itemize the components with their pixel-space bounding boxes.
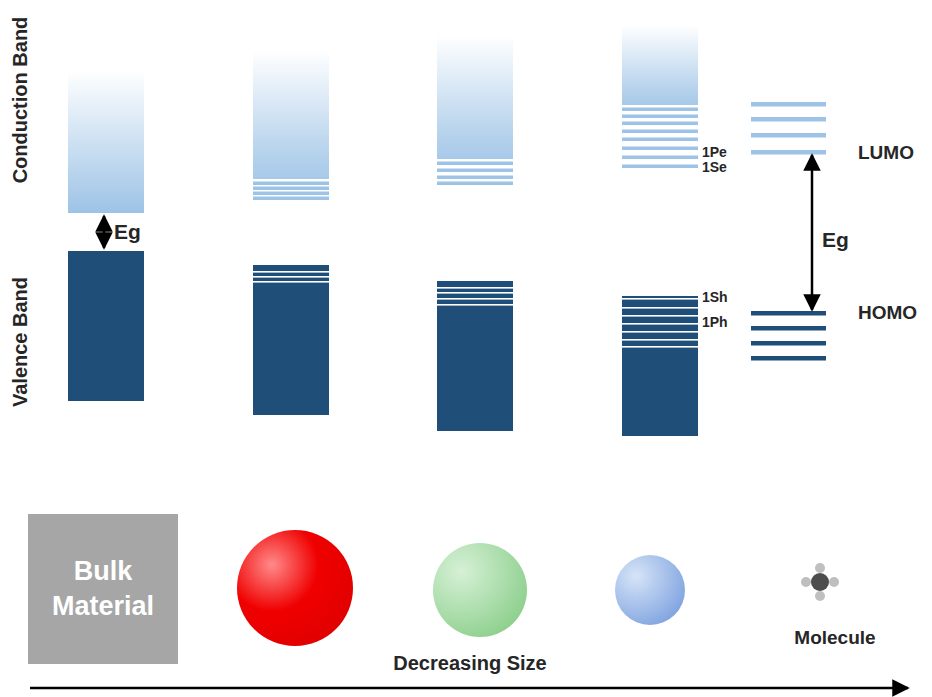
hole-level-gap: [622, 323, 698, 325]
hole-level-gap: [253, 276, 329, 278]
orbital-level: [751, 341, 826, 346]
hole-level-gap: [437, 292, 513, 294]
hole-level-gap: [622, 307, 698, 309]
hole-level-gap: [622, 315, 698, 317]
electron-level: [253, 187, 329, 191]
hole-level-gap: [622, 331, 698, 333]
large-dot: [237, 530, 353, 646]
electron-level: [437, 162, 513, 166]
medium-dot: [433, 543, 527, 637]
orbital-level: [751, 356, 826, 361]
orbital-level: [751, 117, 826, 122]
electron-level: [622, 138, 698, 142]
hole-level-gap: [622, 346, 698, 348]
conduction-band: [437, 35, 513, 159]
conduction-band: [622, 25, 698, 105]
electron-level: [622, 108, 698, 112]
electron-level: [253, 197, 329, 201]
valence-band: [68, 251, 144, 401]
electron-level: [437, 169, 513, 173]
hole-level-gap: [622, 298, 698, 300]
molecule-icon: [801, 563, 839, 601]
box-label: Bulk Material: [34, 554, 172, 624]
level-label: 1Sh: [702, 289, 728, 305]
conduction-band: [253, 50, 329, 179]
valence-band: [622, 296, 698, 436]
orbital-level: [751, 150, 826, 155]
valence-band: [437, 281, 513, 431]
small-dot: [615, 555, 685, 625]
level-label: 1Pe: [702, 144, 727, 160]
orbital-label: HOMO: [858, 302, 917, 324]
gap-arrow: [103, 216, 106, 248]
hole-level-gap: [253, 271, 329, 273]
orbital-label: LUMO: [858, 142, 914, 164]
conduction-band: [68, 70, 144, 213]
orbital-level: [751, 102, 826, 107]
electron-level: [622, 147, 698, 151]
electron-level: [622, 165, 698, 169]
bulk-box: Bulk Material: [28, 514, 178, 664]
hole-level-gap: [437, 298, 513, 300]
electron-level: [253, 192, 329, 196]
electron-level: [622, 130, 698, 134]
molecule-label: Molecule: [794, 627, 875, 649]
orbital-level: [751, 133, 826, 138]
hole-level-gap: [622, 339, 698, 341]
axis-label: Valence Band: [9, 277, 32, 407]
electron-level: [437, 176, 513, 180]
orbital-level: [751, 311, 826, 316]
valence-band: [253, 265, 329, 415]
gap-label: Eg: [114, 220, 141, 244]
electron-level: [622, 115, 698, 119]
axis-title: Decreasing Size: [393, 652, 546, 675]
size-axis: [30, 687, 908, 690]
hole-level-gap: [437, 304, 513, 306]
electron-level: [437, 182, 513, 186]
level-label: 1Se: [702, 159, 727, 175]
axis-label: Conduction Band: [9, 17, 32, 184]
level-label: 1Ph: [702, 314, 728, 330]
electron-level: [622, 156, 698, 160]
gap-label: Eg: [822, 228, 849, 252]
orbital-level: [751, 326, 826, 331]
electron-level: [253, 182, 329, 186]
hole-level-gap: [253, 281, 329, 283]
electron-level: [622, 122, 698, 126]
gap-arrow: [811, 155, 814, 310]
hole-level-gap: [437, 287, 513, 289]
